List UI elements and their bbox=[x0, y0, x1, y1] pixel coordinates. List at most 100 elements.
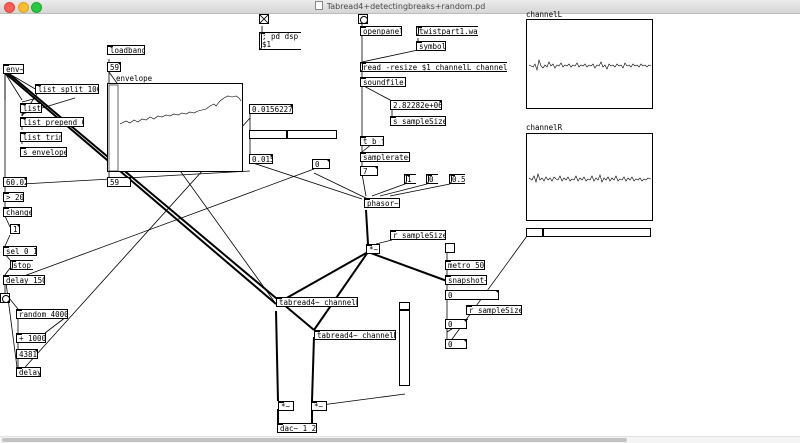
atom-notch bbox=[23, 178, 26, 181]
atom-notch bbox=[117, 63, 120, 66]
document-icon bbox=[314, 1, 323, 10]
number-value: 0 bbox=[448, 291, 453, 300]
horizontal-scrollbar[interactable] bbox=[0, 436, 800, 443]
r-samplesize-object-b[interactable]: r sampleSize bbox=[466, 305, 522, 315]
toggle-x-icon bbox=[260, 15, 268, 23]
atom-notch bbox=[16, 225, 19, 228]
envelope-array-graph[interactable] bbox=[107, 83, 243, 172]
window-title-text: Tabread4+detectingbreaks+random.pd bbox=[326, 2, 486, 11]
volume-vslider[interactable] bbox=[399, 302, 410, 386]
delay-object[interactable]: delay bbox=[16, 367, 41, 377]
list-prepend-object[interactable]: list prepend 0 bbox=[20, 117, 84, 127]
r-samplesize-object-a[interactable]: r sampleSize bbox=[390, 230, 446, 240]
twistpart-message[interactable]: twistpart1.wav bbox=[416, 26, 478, 36]
number-box-zero-d[interactable]: 0 bbox=[445, 339, 467, 349]
playhead-hslider[interactable] bbox=[526, 228, 651, 237]
change-object[interactable]: change bbox=[3, 207, 32, 217]
number-value: 0 bbox=[315, 160, 320, 169]
number-box-seven[interactable]: 7 bbox=[360, 166, 378, 176]
number-value: 59 bbox=[110, 63, 120, 72]
openpanel-object[interactable]: openpanel bbox=[360, 26, 402, 36]
number-value: 60.02 bbox=[6, 178, 27, 187]
dac-object[interactable]: dac~ 1 2 bbox=[277, 423, 317, 433]
number-box-random-out[interactable]: 4381 bbox=[16, 349, 38, 359]
atom-notch bbox=[326, 160, 329, 163]
list-object[interactable]: list bbox=[20, 103, 42, 113]
channelL-label: channelL bbox=[526, 10, 563, 19]
number-box-59-bottom[interactable]: 59 bbox=[107, 177, 131, 187]
atom-notch bbox=[374, 167, 377, 170]
patch-canvas[interactable]: env~ list split 100 list list prepend 0 … bbox=[0, 10, 800, 436]
samplerate-object[interactable]: samplerate~ bbox=[360, 152, 410, 162]
stop-message[interactable]: stop bbox=[10, 260, 33, 270]
trigger-b-f-object[interactable]: t b f bbox=[360, 136, 384, 146]
sel-0-1-object[interactable]: sel 0 1 bbox=[3, 246, 37, 256]
slider-knob[interactable] bbox=[400, 308, 409, 311]
channelL-array-graph[interactable] bbox=[526, 19, 653, 109]
list-split-object[interactable]: list split 100 bbox=[35, 84, 99, 94]
number-box-change-out[interactable]: 1 bbox=[10, 224, 20, 234]
atom-notch bbox=[495, 291, 498, 294]
tabread4-channelR-object[interactable]: tabread4~ channelR bbox=[314, 330, 396, 340]
title-bar: Tabread4+detectingbreaks+random.pd bbox=[0, 0, 800, 14]
number-box-zero-c[interactable]: 0 bbox=[445, 319, 467, 329]
delay-150-object[interactable]: delay 150 bbox=[3, 275, 45, 285]
bang-button[interactable] bbox=[0, 293, 10, 303]
s-envelope-object[interactable]: s envelope bbox=[20, 147, 67, 157]
env-object[interactable]: env~ bbox=[3, 64, 24, 74]
number-value: 59 bbox=[110, 178, 120, 187]
channelR-array-graph[interactable] bbox=[526, 133, 653, 221]
number-box-sample-count[interactable]: 2.82282e+06 bbox=[390, 100, 442, 110]
list-trim-object[interactable]: list trim bbox=[20, 132, 62, 142]
channelR-label: channelR bbox=[526, 123, 563, 132]
minimize-window-button[interactable] bbox=[18, 2, 29, 13]
atom-notch bbox=[289, 105, 292, 108]
phasor-object[interactable]: phasor~ bbox=[364, 198, 400, 208]
greater-than-20-object[interactable]: > 20 bbox=[3, 192, 24, 202]
atom-notch bbox=[127, 178, 130, 181]
zoom-window-button[interactable] bbox=[31, 2, 42, 13]
loadbang-object[interactable]: loadbang bbox=[107, 45, 145, 55]
close-window-button[interactable] bbox=[4, 2, 15, 13]
symbol-object[interactable]: symbol bbox=[416, 41, 446, 51]
pd-dsp-message[interactable]: ; pd dsp $1 bbox=[259, 32, 301, 50]
scrollbar-thumb[interactable] bbox=[2, 438, 627, 442]
envelope-label: envelope bbox=[116, 74, 153, 83]
plus-1000-object[interactable]: + 1000 bbox=[16, 333, 46, 343]
position-hslider[interactable] bbox=[249, 130, 337, 139]
tabread4-channelL-object[interactable]: tabread4~ channelL bbox=[276, 297, 358, 307]
metro-50-object[interactable]: metro 50 bbox=[445, 260, 485, 270]
number-value: 0 bbox=[448, 340, 453, 349]
atom-notch bbox=[269, 155, 272, 158]
metro-toggle[interactable] bbox=[445, 243, 455, 253]
number-box-snapshot-out[interactable]: 0 bbox=[445, 290, 499, 300]
atom-notch bbox=[438, 101, 441, 104]
openpanel-bang[interactable] bbox=[358, 14, 368, 24]
number-box-zero-a[interactable]: 0 bbox=[312, 159, 330, 169]
atom-notch bbox=[34, 350, 37, 353]
slider-knob[interactable] bbox=[286, 131, 289, 138]
number-value: 4381 bbox=[19, 350, 38, 359]
number-box-slider-out[interactable]: 0.015 bbox=[249, 154, 273, 164]
number-box-59-top[interactable]: 59 bbox=[107, 62, 121, 72]
message-0-5[interactable]: 0.5 bbox=[449, 174, 465, 184]
window-title: Tabread4+detectingbreaks+random.pd bbox=[0, 0, 800, 13]
number-value: 2.82282e+06 bbox=[393, 101, 442, 110]
number-value: 0.0156227 bbox=[252, 105, 293, 114]
snapshot-object[interactable]: snapshot~ bbox=[445, 275, 487, 285]
random-4000-object[interactable]: random 4000 bbox=[16, 309, 68, 319]
message-1[interactable]: 1 bbox=[404, 174, 416, 184]
number-box-envelope-level[interactable]: 60.02 bbox=[3, 177, 27, 187]
read-resize-message[interactable]: read -resize $1 channelL channelR bbox=[360, 62, 507, 72]
multiply-signal-object-a[interactable]: *~ bbox=[366, 244, 380, 254]
slider-knob[interactable] bbox=[541, 229, 544, 236]
message-0[interactable]: 0 bbox=[426, 174, 438, 184]
soundfiler-object[interactable]: soundfiler bbox=[360, 77, 406, 87]
multiply-signal-object-left[interactable]: *~ bbox=[278, 401, 294, 411]
s-samplesize-object[interactable]: s sampleSize bbox=[390, 116, 446, 126]
number-box-position[interactable]: 0.0156227 bbox=[249, 104, 293, 114]
multiply-signal-object-right[interactable]: *~ bbox=[311, 401, 327, 411]
dsp-toggle[interactable] bbox=[259, 14, 269, 24]
number-value: 0.015 bbox=[252, 155, 273, 164]
